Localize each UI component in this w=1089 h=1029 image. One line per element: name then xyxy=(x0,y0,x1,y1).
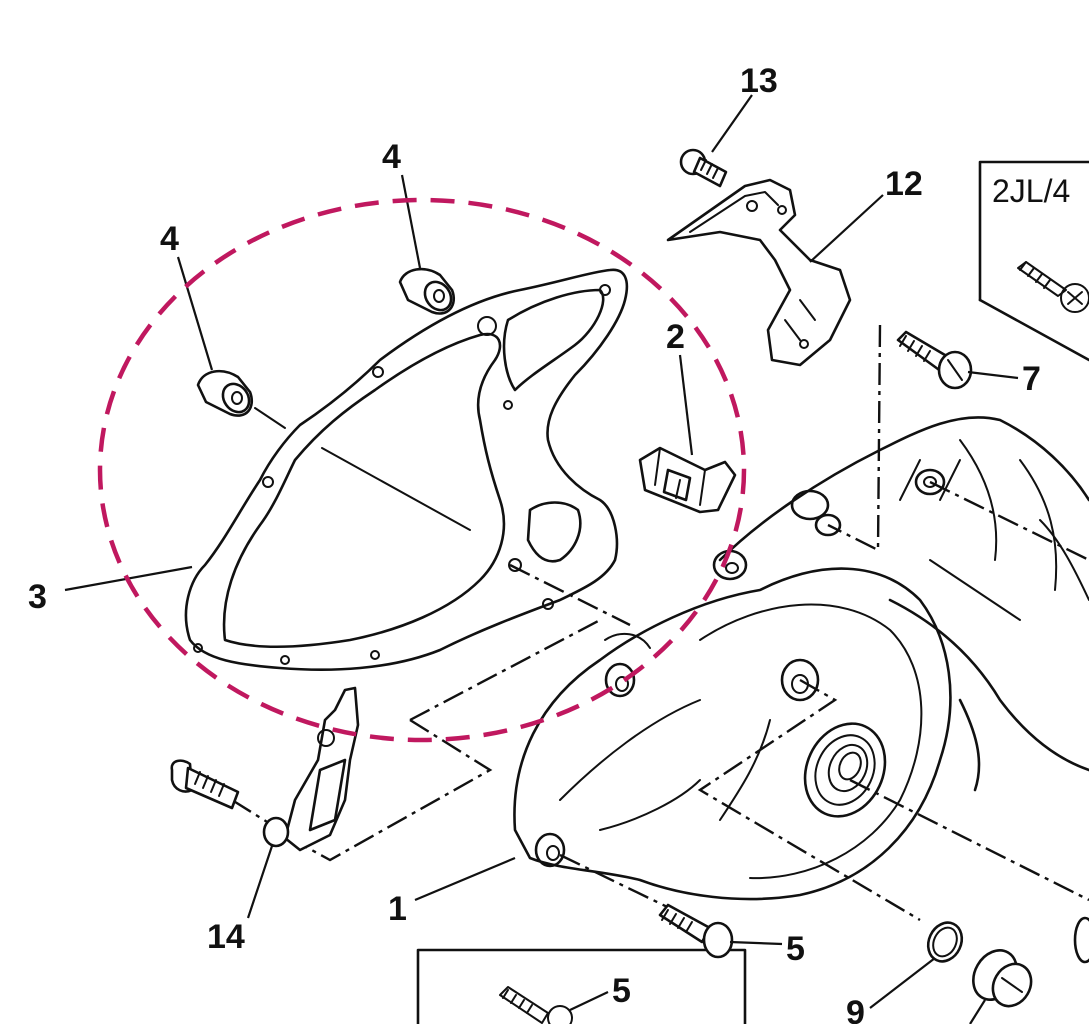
dowel-pin-lower xyxy=(196,369,253,417)
inset-bottom-bolt xyxy=(499,986,573,1029)
engine-crankcase xyxy=(712,416,1089,964)
crankcase-cover-gasket xyxy=(184,268,629,671)
inset-bolt xyxy=(1017,261,1089,313)
cable-clamp-14 xyxy=(262,686,360,852)
callout-4-lower: 4 xyxy=(160,220,179,258)
callout-3: 3 xyxy=(28,578,47,616)
inset-box-top-right: 2JL/4 xyxy=(978,160,1089,362)
inset-box-label: 2JL/4 xyxy=(992,173,1070,209)
bolt-13 xyxy=(679,148,728,188)
bolt-7 xyxy=(896,330,973,390)
callout-1: 1 xyxy=(388,890,407,928)
assembly-lines xyxy=(199,324,1089,922)
inset-box-bottom xyxy=(416,948,747,1029)
bolt-5-main xyxy=(658,903,734,959)
callout-12: 12 xyxy=(885,165,923,203)
callout-5-inset: 5 xyxy=(612,972,631,1010)
callout-2: 2 xyxy=(666,318,685,356)
callout-7: 7 xyxy=(1022,360,1041,398)
oil-seal xyxy=(803,722,887,818)
leader-lines xyxy=(64,94,1019,1025)
dowel-lower-dash xyxy=(254,407,286,429)
callout-labels: 13 12 4 4 2 7 3 1 5 5 9 14 xyxy=(28,62,1041,1029)
callout-5-main: 5 xyxy=(786,930,805,968)
callout-13: 13 xyxy=(740,62,778,100)
callout-9: 9 xyxy=(846,994,865,1024)
cable-bracket xyxy=(666,178,852,367)
highlight-dashed-circle xyxy=(97,197,747,743)
callout-14: 14 xyxy=(207,918,245,956)
callout-4-upper: 4 xyxy=(382,138,401,176)
o-ring-9 xyxy=(926,921,964,963)
dowel-pin-upper xyxy=(398,267,455,315)
drain-plug xyxy=(972,949,1033,1008)
clamp-bolt xyxy=(170,759,240,810)
crankcase-cover xyxy=(513,567,952,901)
neutral-switch-sensor xyxy=(638,446,737,514)
